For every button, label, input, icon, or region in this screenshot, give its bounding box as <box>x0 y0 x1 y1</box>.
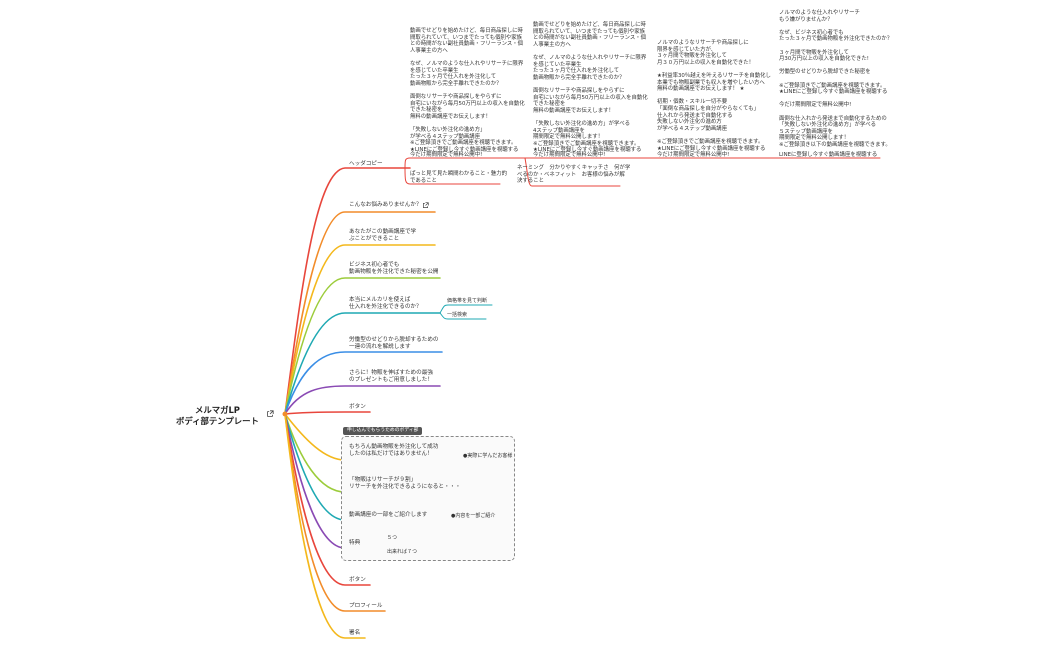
branch-mercari[interactable]: 本当にメルカリを使えば 仕入れを外注化できるのか？ <box>349 297 422 311</box>
branch-button-1[interactable]: ボタン <box>349 404 366 410</box>
branch-mercari-search[interactable]: 一括検索 <box>447 312 468 318</box>
external-link-icon[interactable] <box>422 202 429 209</box>
header-copy-col1-cta[interactable]: 今だけ期間限定で無料公開中! <box>410 152 483 158</box>
header-copy-col3-cta[interactable]: 今だけ期間限定で無料公開中! <box>657 152 730 158</box>
root-junction <box>282 411 288 417</box>
branch-bonus-seven[interactable]: 出来れば７つ <box>387 549 418 555</box>
branch-line-present <box>284 385 441 415</box>
branch-labor[interactable]: 労働型のせどりから脱却するための 一連の流れを解説します <box>349 337 439 351</box>
external-link-icon[interactable] <box>266 410 274 418</box>
branch-research[interactable]: 「物販はリサーチが９割」 リサーチを外注化できるようになると・・・ <box>349 477 461 491</box>
branch-profile[interactable]: プロフィール <box>349 603 383 609</box>
branch-button-2[interactable]: ボタン <box>349 577 366 583</box>
header-copy-note1[interactable]: ぱっと見て見た瞬間わかること・魅力的 であること <box>410 171 508 184</box>
sub-line-header-col1 <box>404 157 526 169</box>
branch-line-button1 <box>284 411 371 415</box>
branch-beginner[interactable]: ビジネス初心者でも 動画物販を外注化できた秘密を公開 <box>349 262 439 276</box>
branch-line-button2 <box>284 413 371 586</box>
branch-bonus[interactable]: 特典 <box>349 540 361 546</box>
header-copy-col4[interactable]: ノルマのような仕入れやリサーチ もう嫌がりませんか？ なぜ、ビジネス初心者でも … <box>779 10 893 148</box>
header-copy-col4-cta[interactable]: LINEに登録し今すぐ動画講座を視聴する <box>779 152 878 158</box>
body-group-title: 申し込んでもらうためのボディ部 <box>343 427 423 435</box>
branch-outsourcing-customers[interactable]: ●実際に学んだお客様 <box>463 453 513 459</box>
branch-mercari-price[interactable]: 価格帯を見て判断 <box>447 298 488 304</box>
branch-outsourcing[interactable]: もちろん動画物販を外注化して成功 したのは私だけではありません！ <box>349 444 439 458</box>
sub-line-mercari-2 <box>439 312 487 320</box>
branch-line-labor <box>284 351 443 415</box>
branch-header-copy[interactable]: ヘッダコピー <box>349 161 383 167</box>
branch-line-can-do <box>284 244 436 415</box>
header-copy-note2[interactable]: ネーミング 分かりやすくキャッチさ 何が学 べるのか・ベネフィット お客様の悩み… <box>517 165 631 185</box>
branch-bonus-five[interactable]: ５つ <box>387 535 398 541</box>
sub-line-header-note2 <box>524 157 621 187</box>
branch-footer-signature[interactable]: 署名 <box>349 630 361 636</box>
branch-line-worry <box>284 211 436 415</box>
header-copy-col1[interactable]: 動画でせどりを始めたけど、毎日商品探しに時 間取られていて、いつまでたっても個別… <box>410 28 525 153</box>
branch-can-do[interactable]: あなたがこの動画講座で学 ぶことができること <box>349 229 417 243</box>
branch-line-mercari <box>284 312 441 415</box>
branch-line-profile <box>284 413 386 612</box>
branch-line-footer <box>284 413 366 639</box>
branch-lecture[interactable]: 動画講座の一部をご紹介します <box>349 512 428 518</box>
branch-present[interactable]: さらに！物販を伸ばすための最強 のプレゼントもご用意しました！ <box>349 370 433 384</box>
sub-line-header-note1 <box>404 167 501 185</box>
root-node-title[interactable]: メルマガLP ボディ部テンプレート <box>176 405 259 426</box>
body-group-box <box>341 436 515 561</box>
header-copy-col2[interactable]: 動画でせどりを始めたけど、毎日商品探しに時 間取られていて、いつまでたっても個別… <box>533 22 648 154</box>
branch-lecture-content[interactable]: ●内容を一部ご紹介 <box>451 513 496 519</box>
header-copy-col2-cta[interactable]: 今だけ期間限定で無料公開中! <box>533 152 606 158</box>
header-copy-col3[interactable]: ノルマのようなリサーチや商品探しに 限界を感じていた方が、 ３ヶ月間で物販を外注… <box>657 40 771 152</box>
branch-line-beginner <box>284 277 441 415</box>
branch-worry[interactable]: こんなお悩みありませんか？ <box>349 202 422 208</box>
sub-line-mercari-1 <box>439 304 493 314</box>
branch-line-header <box>284 167 411 415</box>
